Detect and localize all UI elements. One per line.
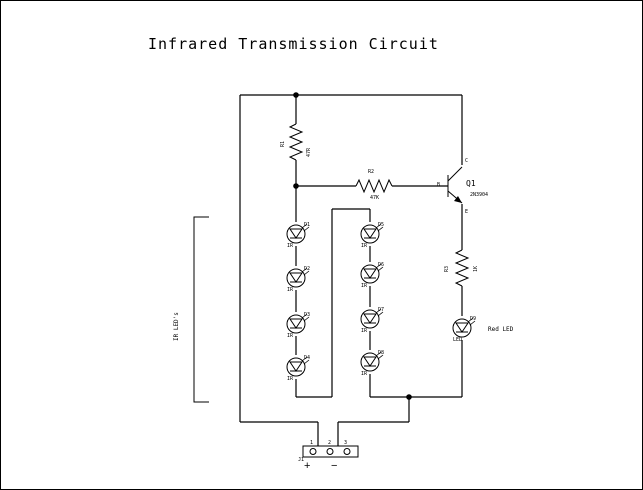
ir-led-right-1-part: IR — [361, 243, 368, 249]
ir-group-label: IR LED's — [173, 312, 180, 341]
junction-dot — [293, 92, 299, 98]
red-led-ref: D9 — [470, 316, 476, 322]
r3-ref: R3 — [444, 266, 450, 272]
q1-pin-e: E — [465, 209, 468, 215]
ir-led-left-4-ref: D4 — [304, 355, 310, 361]
ir-led-left-4-part: IR — [287, 376, 294, 382]
junction-dots — [293, 92, 412, 400]
resistor-r3: R3 1K — [444, 249, 479, 287]
q1-pin-b: B — [437, 182, 440, 188]
q1-part: 2N3904 — [470, 192, 488, 198]
ir-led-left-3-ref: D3 — [304, 312, 310, 318]
junction-dot — [406, 394, 412, 400]
ir-led-right-1-ref: D5 — [378, 222, 384, 228]
wires — [239, 94, 463, 446]
ir-led-right-3-part: IR — [361, 328, 368, 334]
r1-ref: R1 — [280, 141, 286, 147]
ir-led-left-2-ref: D2 — [304, 266, 310, 272]
ir-led-left-1-part: IR — [287, 243, 294, 249]
resistor-r1: R1 47R — [280, 123, 312, 161]
ir-led-bracket: IR LED's — [173, 216, 209, 403]
ir-led-right-2-ref: D6 — [378, 262, 384, 268]
q1-pin-c: C — [465, 158, 468, 164]
transistor-q1: Q1 2N3904 C B E — [437, 158, 488, 215]
ir-led-left-3-part: IR — [287, 333, 294, 339]
r3-value: 1K — [473, 266, 479, 272]
connector-pin-label-3: 3 — [344, 440, 347, 446]
r2-value: 47K — [370, 195, 379, 201]
connector-pin-3 — [343, 448, 351, 455]
ir-led-right-4-ref: D8 — [378, 350, 384, 356]
ir-led-right-3-ref: D7 — [378, 307, 384, 313]
r2-ref: R2 — [368, 169, 374, 175]
ir-led-right-4-part: IR — [361, 371, 368, 377]
diagram-title: Infrared Transmission Circuit — [148, 35, 439, 53]
q1-ref: Q1 — [466, 179, 476, 188]
r1-value: 47R — [306, 147, 312, 157]
junction-dot — [293, 183, 299, 189]
connector-pin-1 — [309, 448, 317, 455]
connector-plus-sign: + — [304, 460, 310, 472]
connector-pin-label-1: 1 — [310, 440, 313, 446]
ir-led-right-2-part: IR — [361, 283, 368, 289]
resistor-r2: R2 47K — [355, 169, 393, 201]
red-led-label: Red LED — [488, 326, 514, 333]
connector-j1: 1 2 3 J1 + − — [298, 440, 359, 472]
red-led-part: LED — [453, 337, 462, 343]
connector-ref: J1 — [298, 457, 304, 463]
ir-led-left-1-ref: D1 — [304, 222, 310, 228]
ir-led-left-2-part: IR — [287, 287, 294, 293]
connector-pin-2 — [326, 448, 334, 455]
connector-minus-sign: − — [331, 460, 337, 472]
connector-pin-label-2: 2 — [328, 440, 331, 446]
